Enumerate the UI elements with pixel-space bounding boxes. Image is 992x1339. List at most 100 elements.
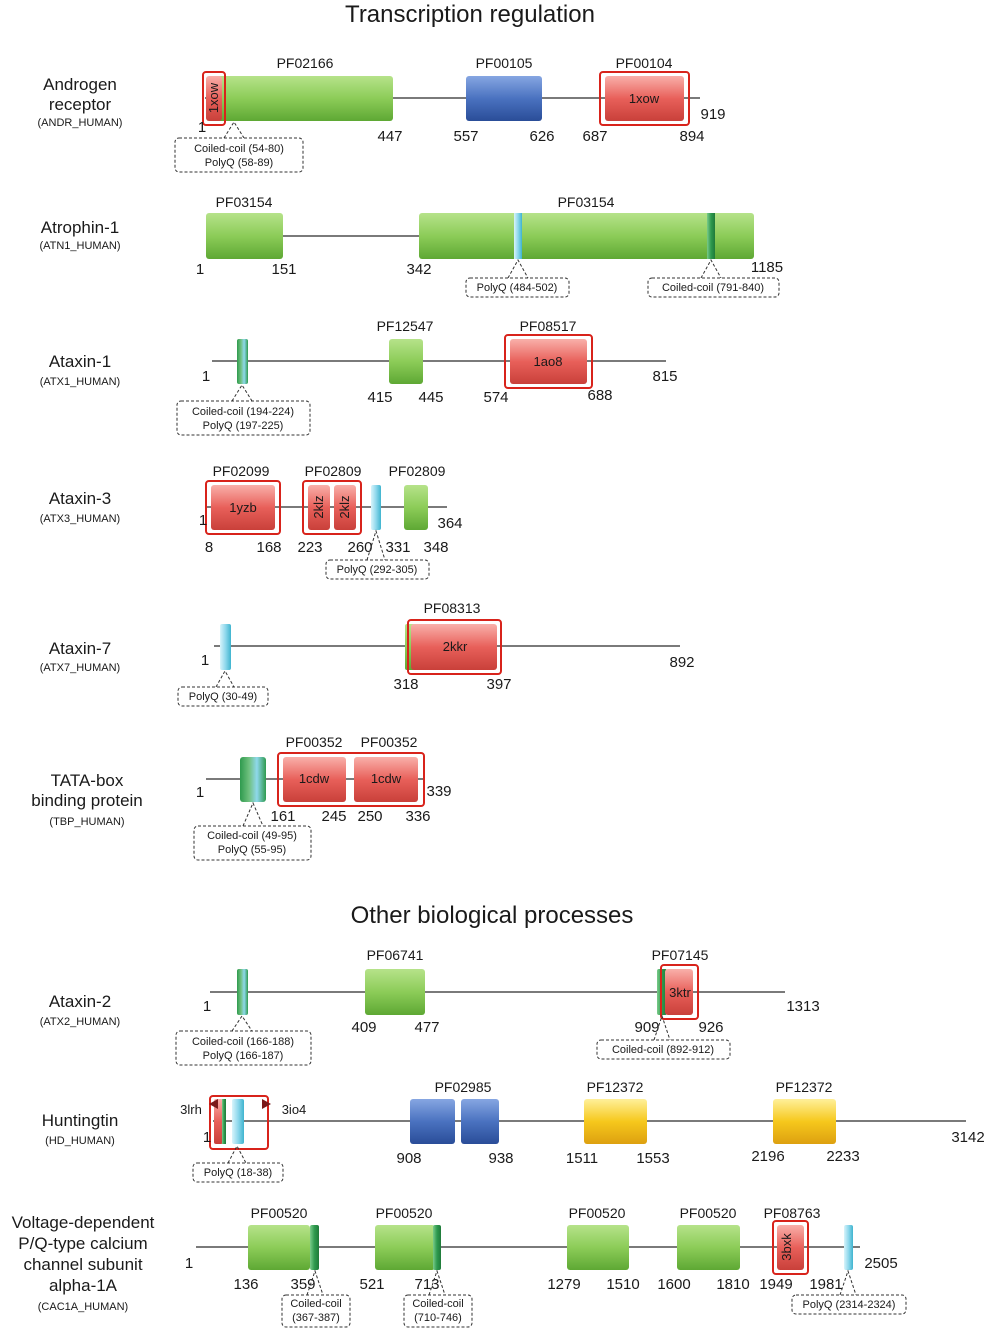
residue-number: 1553 <box>636 1150 669 1167</box>
section-title-transcription: Transcription regulation <box>345 1 595 28</box>
pfam-label: PF12372 <box>587 1079 644 1095</box>
residue-number: 1949 <box>759 1276 792 1293</box>
protein-name: channel subunit <box>23 1255 142 1274</box>
callout-leader <box>507 258 529 279</box>
pfam-label: PF03154 <box>216 194 273 210</box>
pfam-domain <box>375 1225 435 1270</box>
callout-leader <box>223 121 245 139</box>
callout-text: PolyQ (2314-2324) <box>803 1299 896 1311</box>
callout-box <box>193 825 312 861</box>
protein-cac1a: Voltage-dependent P/Q-type calcium chann… <box>12 1205 907 1328</box>
callout-text: PolyQ (166-187) <box>203 1050 284 1062</box>
pfam-domain <box>411 624 497 670</box>
residue-number: 894 <box>679 128 704 145</box>
residue-number: 445 <box>418 389 443 406</box>
pfam-domain <box>248 1225 310 1270</box>
pfam-label: PF02985 <box>435 1079 492 1095</box>
protein-name: P/Q-type calcium <box>18 1234 147 1253</box>
pfam-domain <box>461 1099 499 1144</box>
residue-number: 1 <box>196 784 204 801</box>
pfam-domain <box>466 76 542 121</box>
residue-number: 908 <box>396 1150 421 1167</box>
pfam-domain <box>419 213 754 259</box>
uniprot-id: (ATN1_HUMAN) <box>39 240 120 252</box>
pdb-marker-right <box>262 1099 271 1109</box>
pfam-label: PF08517 <box>520 318 577 334</box>
uniprot-id: (HD_HUMAN) <box>45 1135 115 1147</box>
residue-number: 574 <box>483 389 508 406</box>
residue-number: 1 <box>203 1129 211 1146</box>
residue-number: 1511 <box>566 1150 598 1167</box>
pfam-label: PF03154 <box>558 194 615 210</box>
callout-text: PolyQ (484-502) <box>477 282 558 294</box>
pdb-structure <box>214 1099 223 1144</box>
residue-number: 815 <box>652 368 677 385</box>
residue-number: 1 <box>202 368 210 385</box>
residue-number: 557 <box>453 128 478 145</box>
pfam-label: PF00104 <box>616 55 673 71</box>
pdb-label: 2kkr <box>443 639 468 654</box>
protein-huntingtin: Huntingtin (HD_HUMAN) 3lrh 3io4 PF02985 … <box>42 1079 985 1183</box>
callout-box <box>596 1039 731 1060</box>
callout-box <box>174 137 304 173</box>
callout-text: Coiled-coil (166-188) <box>192 1036 294 1048</box>
residue-number: 1185 <box>751 259 783 276</box>
residue-number: 260 <box>347 539 372 556</box>
protein-ataxin-2: Ataxin-2 (ATX2_HUMAN) 3ktr PF06741 PF071… <box>40 947 820 1066</box>
residue-number: 477 <box>414 1019 439 1036</box>
pfam-domain <box>773 1099 836 1144</box>
residue-number: 3142 <box>951 1129 984 1146</box>
protein-name: Ataxin-3 <box>49 489 111 508</box>
pdb-structure-frame <box>302 480 362 535</box>
callout-text: Coiled-coil (49-95) <box>207 830 297 842</box>
pdb-label: 1ao8 <box>534 354 563 369</box>
callout-leader <box>227 1144 247 1164</box>
pfam-label: PF00105 <box>476 55 533 71</box>
protein-ataxin-3: Ataxin-3 (ATX3_HUMAN) 1yzb 2klz 2klz PF0… <box>40 463 463 580</box>
callout-text: (367-387) <box>292 1312 340 1324</box>
callout-box <box>403 1294 473 1328</box>
pfam-label: PF00352 <box>361 734 418 750</box>
residue-number: 1 <box>185 1255 193 1272</box>
pfam-label: PF08763 <box>764 1205 821 1221</box>
residue-number: 626 <box>529 128 554 145</box>
pdb-label: 2klz <box>337 495 352 518</box>
callout-text: Coiled-coil (194-224) <box>192 406 294 418</box>
residue-number: 1510 <box>606 1276 639 1293</box>
residue-number: 1279 <box>547 1276 580 1293</box>
pfam-domain <box>334 485 356 530</box>
pfam-domain <box>404 485 428 530</box>
callout-text: Coiled-coil <box>412 1298 463 1310</box>
uniprot-id: (ATX7_HUMAN) <box>40 662 120 674</box>
polyq-region <box>514 213 522 259</box>
residue-number: 1810 <box>716 1276 749 1293</box>
residue-number: 2233 <box>826 1148 859 1165</box>
residue-number: 415 <box>367 389 392 406</box>
callout-text: Coiled-coil <box>290 1298 341 1310</box>
uniprot-id: (CAC1A_HUMAN) <box>38 1301 128 1313</box>
pfam-label: PF00520 <box>569 1205 626 1221</box>
protein-androgen-receptor: Androgen receptor (ANDR_HUMAN) 1xow 1xow… <box>38 55 726 173</box>
residue-number: 331 <box>385 539 410 556</box>
pfam-label: PF07145 <box>652 947 709 963</box>
residue-number: 136 <box>233 1276 258 1293</box>
residue-number: 342 <box>406 261 431 278</box>
residue-number: 1 <box>196 261 204 278</box>
pfam-domain <box>510 339 587 384</box>
residue-number: 161 <box>270 808 295 825</box>
residue-number: 713 <box>414 1276 439 1293</box>
coiled-coil-region <box>222 1099 226 1144</box>
pdb-structure-frame <box>202 71 226 126</box>
pdb-marker-left <box>209 1099 218 1109</box>
protein-name: TATA-box <box>51 771 124 790</box>
callout-box <box>281 1294 351 1328</box>
residue-number: 151 <box>271 261 296 278</box>
callout-box <box>176 400 311 436</box>
protein-atrophin-1: Atrophin-1 (ATN1_HUMAN) PF03154 PF03154 … <box>39 194 783 298</box>
pdb-structure <box>206 76 222 121</box>
pdb-label: 1cdw <box>299 771 330 786</box>
pdb-structure-frame <box>660 964 699 1020</box>
callout-leader <box>366 529 386 561</box>
pfam-label: PF00352 <box>286 734 343 750</box>
